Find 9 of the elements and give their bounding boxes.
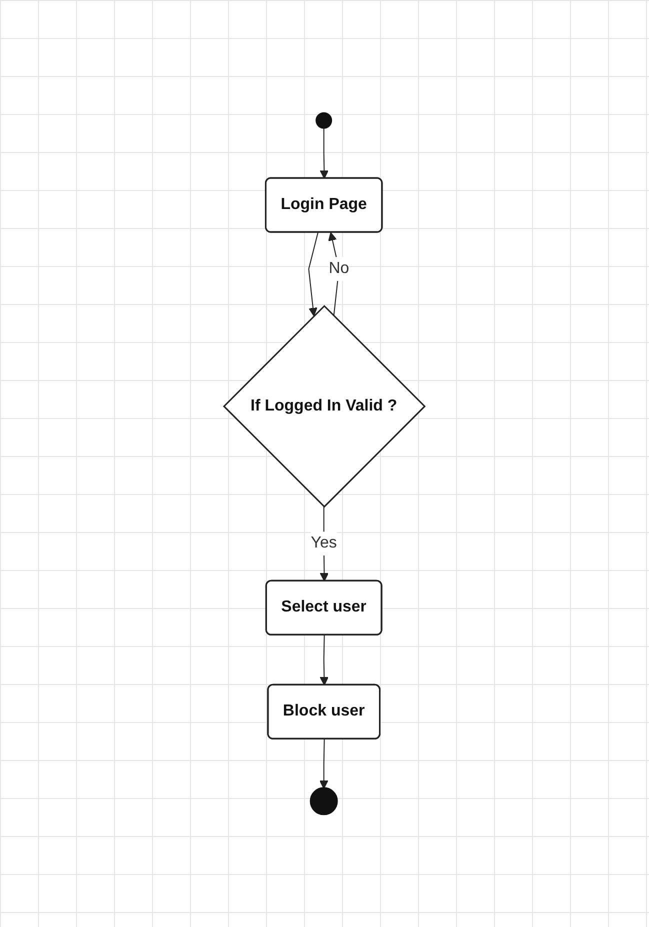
arrow xyxy=(320,128,329,180)
arrow xyxy=(308,232,319,316)
arrow xyxy=(320,738,328,790)
node-circle xyxy=(316,112,332,129)
node-diamond: If Logged In Valid ? xyxy=(223,305,426,508)
arrow xyxy=(320,634,329,686)
node-circle xyxy=(310,787,338,816)
edge-label: Yes xyxy=(310,534,338,552)
edge-label: No xyxy=(328,260,350,278)
